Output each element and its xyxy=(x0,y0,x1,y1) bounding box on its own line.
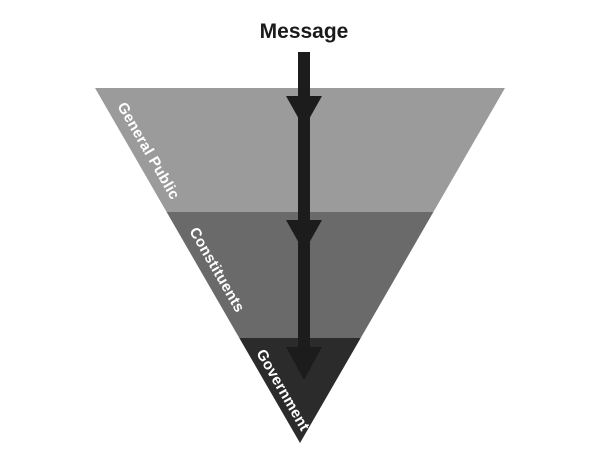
message-arrowhead-middle-icon xyxy=(286,220,322,252)
message-arrow-shaft xyxy=(298,52,310,352)
message-arrowhead-bottom-icon xyxy=(286,347,322,380)
diagram-title: Message xyxy=(260,20,349,43)
message-arrowhead-top-icon xyxy=(286,96,322,128)
layer-government xyxy=(239,338,361,443)
